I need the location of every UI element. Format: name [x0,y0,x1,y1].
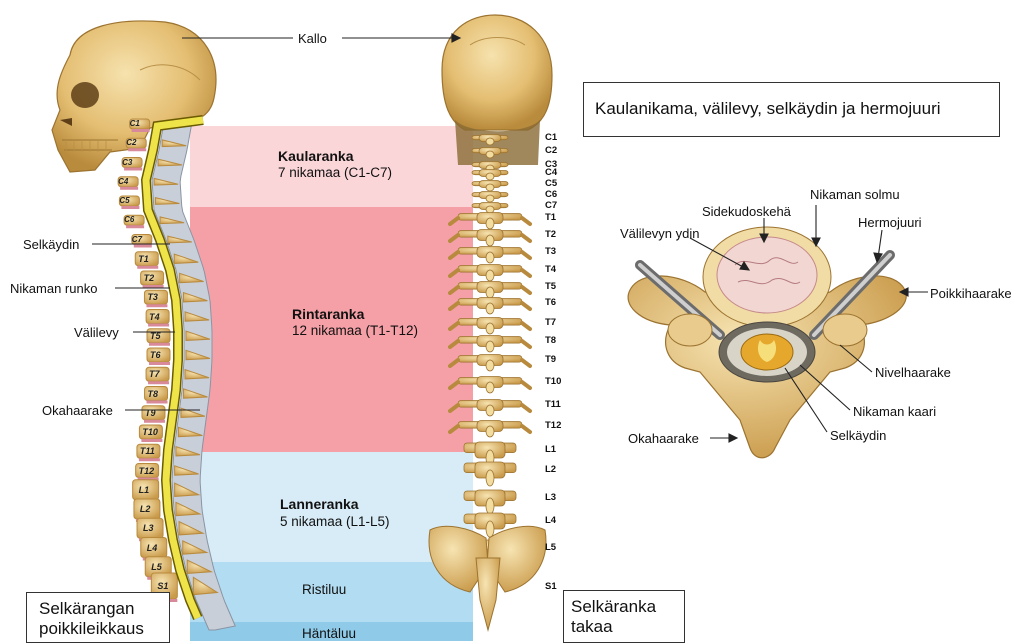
cross-vertebra-label: C3 [122,158,132,167]
label-valilevy: Välilevy [74,325,119,340]
cross-vertebra-label: T2 [144,273,155,283]
cross-vertebra-label: L2 [140,504,151,514]
back-vertebra-label: L5 [545,543,556,553]
cross-vertebra-label: C6 [124,215,134,224]
title-box-detail: Kaulanikama, välilevy, selkäydin ja herm… [583,82,1000,137]
caption-box-cross-section: Selkärangan poikkileikkaus [26,592,170,643]
back-vertebra-label: T3 [545,247,556,257]
back-vertebra-label: T1 [545,213,556,223]
cross-vertebra-label: C4 [118,177,128,186]
label-hermojuuri: Hermojuuri [858,215,922,230]
cross-vertebra-label: T3 [147,292,158,302]
back-vertebra-label: S1 [545,582,557,592]
cross-vertebra-label: C5 [119,196,129,205]
back-vertebra-label: T2 [545,230,556,240]
back-vertebra-label: C7 [545,201,557,211]
region-sub-lumbar: 5 nikamaa (L1-L5) [280,514,390,529]
label-nivelhaarake: Nivelhaarake [875,365,951,380]
cross-vertebra-label: C7 [132,235,142,244]
cross-vertebra-label: T8 [148,389,159,399]
cross-vertebra-label: T1 [138,254,149,264]
label-detail-okahaarake: Okahaarake [628,431,699,446]
label-detail-selkaydin: Selkäydin [830,428,886,443]
spine-back-view [450,135,530,565]
spine-cross-section [118,119,235,630]
cross-vertebra-label: T4 [149,312,160,322]
label-valilevyn-ydin: Välilevyn ydin [620,226,700,241]
back-vertebra-label: L2 [545,465,556,475]
back-vertebra-label: T8 [545,336,556,346]
region-title-lumbar: Lanneranka [280,496,359,512]
back-vertebra-label: L1 [545,445,556,455]
label-nikaman-runko: Nikaman runko [10,281,97,296]
caption-cross-section: Selkärangan poikkileikkaus [39,599,164,639]
cross-vertebra-label: T9 [145,408,156,418]
label-selkaydin: Selkäydin [23,237,79,252]
cross-vertebra-label: S1 [157,581,168,591]
back-vertebra-label: T11 [545,400,561,410]
back-vertebra-label: T12 [545,421,561,431]
back-vertebra-label: T9 [545,355,556,365]
title-detail: Kaulanikama, välilevy, selkäydin ja herm… [595,99,941,119]
cervical-vertebra-detail [628,227,906,458]
region-title-cervical: Kaularanka [278,148,353,164]
cross-vertebra-label: L5 [151,562,162,572]
cross-vertebra-label: T11 [140,446,155,456]
caption-back: Selkäranka takaa [571,597,681,637]
region-sub-thoracic: 12 nikamaa (T1-T12) [292,323,418,338]
cross-vertebra-label: L1 [139,485,150,495]
back-vertebra-label: C5 [545,179,557,189]
cross-vertebra-label: L3 [143,523,154,533]
cross-vertebra-label: T7 [149,369,160,379]
label-okahaarake: Okahaarake [42,403,113,418]
cross-vertebra-label: T5 [150,331,161,341]
region-coccyx: Häntäluu [302,626,356,641]
back-vertebra-label: L4 [545,516,556,526]
cross-vertebra-label: T6 [150,350,161,360]
back-vertebra-label: T4 [545,265,556,275]
back-vertebra-label: C1 [545,133,557,143]
back-vertebra-label: T6 [545,298,556,308]
back-vertebra-label: T7 [545,318,556,328]
back-vertebra-label: L3 [545,493,556,503]
caption-box-back: Selkäranka takaa [563,590,685,643]
cross-vertebra-label: T10 [142,427,158,437]
back-vertebra-label: C4 [545,168,557,178]
back-vertebra-label: C2 [545,146,557,156]
cross-vertebra-label: C2 [126,138,136,147]
region-title-thoracic: Rintaranka [292,306,364,322]
label-kallo: Kallo [298,31,327,46]
label-nikaman-kaari: Nikaman kaari [853,404,936,419]
cross-vertebra-label: C1 [130,119,140,128]
back-vertebra-label: T10 [545,377,561,387]
region-sub-cervical: 7 nikamaa (C1-C7) [278,165,392,180]
region-sacrum: Ristiluu [302,582,346,597]
cross-vertebra-label: T12 [139,466,155,476]
label-sidekudoskeha: Sidekudoskehä [702,204,791,219]
back-vertebra-label: C6 [545,190,557,200]
label-nikaman-solmu: Nikaman solmu [810,187,900,202]
back-vertebra-label: T5 [545,282,556,292]
cross-vertebra-label: L4 [147,543,158,553]
label-poikkihaarake: Poikkihaarake [930,286,1012,301]
